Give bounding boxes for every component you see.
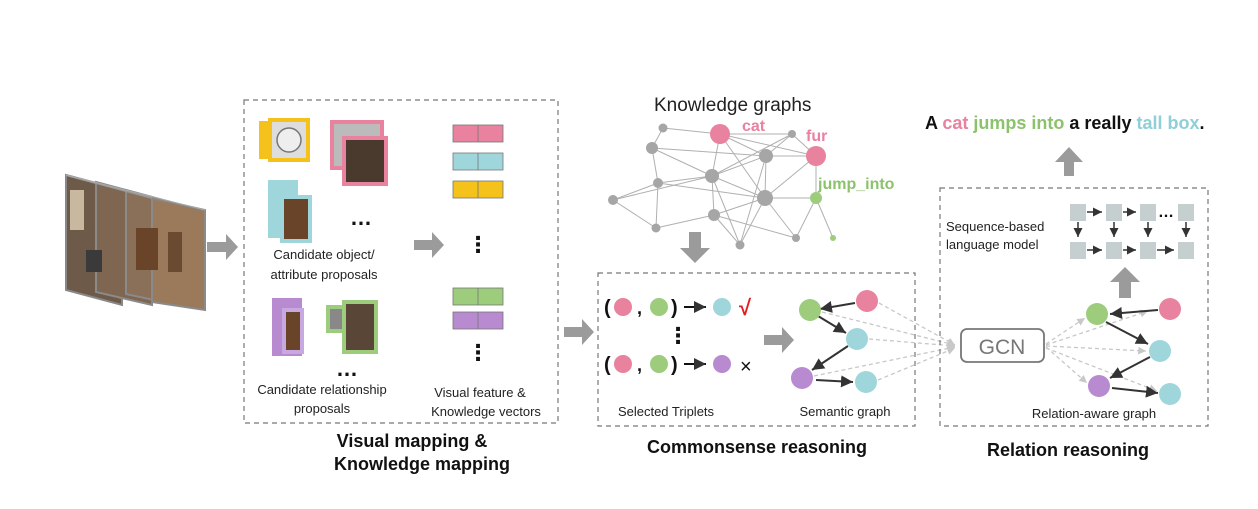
kg-node-fur <box>806 146 826 166</box>
svg-text:(: ( <box>604 354 611 376</box>
gcn-label: GCN <box>979 336 1026 359</box>
semantic-node-green <box>799 299 821 321</box>
relation-node-green <box>1086 303 1108 325</box>
flow-arrow <box>1055 147 1083 176</box>
visual-mapping-box <box>243 99 559 424</box>
relation-graph-label: Relation-aware graph <box>1032 406 1156 421</box>
semantic-graph-label: Semantic graph <box>799 404 890 419</box>
flow-arrow <box>414 232 444 258</box>
graph-to-gcn-arrows <box>813 302 956 381</box>
relation-graph-edges <box>1105 307 1159 398</box>
flow-arrow <box>1110 267 1140 298</box>
vectors-label-1: Visual feature & <box>434 385 526 400</box>
kg-node-jump-into <box>810 192 822 204</box>
video-frame <box>151 196 206 312</box>
triplet-rejected: ( , ) × <box>604 354 752 378</box>
lm-label-2: language model <box>946 237 1039 252</box>
video-frames <box>65 173 206 312</box>
gcn-to-graph-arrows <box>1045 309 1158 392</box>
relation-box <box>939 187 1209 427</box>
caption-period: . <box>1200 113 1205 133</box>
kg-label-fur: fur <box>806 128 827 145</box>
caption-word-relation: jumps into <box>972 113 1064 133</box>
generated-caption: A cat jumps into a really tall box. <box>925 113 1205 133</box>
gcn-box[interactable] <box>960 328 1045 363</box>
relationship-proposals <box>272 298 378 356</box>
caption-word: a really <box>1069 113 1131 133</box>
kg-label-cat: cat <box>742 118 766 135</box>
caption-word-object: cat <box>942 113 968 133</box>
feature-vectors <box>452 124 504 330</box>
check-mark: √ <box>739 295 752 320</box>
flow-arrow <box>207 234 238 260</box>
cross-mark: × <box>740 356 752 378</box>
semantic-node-cyan <box>855 371 877 393</box>
relationship-proposals-label-2: proposals <box>294 401 351 416</box>
semantic-node-purple <box>791 367 813 389</box>
object-ellipsis: … <box>350 205 372 230</box>
relationship-proposals-label-1: Candidate relationship <box>257 382 386 397</box>
knowledge-graphs-title: Knowledge graphs <box>654 95 811 116</box>
language-model-grid <box>1070 204 1194 259</box>
svg-text:): ) <box>671 354 678 376</box>
commonsense-title: Commonsense reasoning <box>647 437 867 457</box>
relation-node-cyan <box>1149 340 1171 362</box>
relation-node-purple <box>1088 375 1110 397</box>
semantic-node-cyan <box>846 328 868 350</box>
knowledge-graph-nodes <box>608 123 800 250</box>
selected-triplets-label: Selected Triplets <box>618 404 715 419</box>
flow-arrow <box>680 232 710 263</box>
visual-mapping-title-2: Knowledge mapping <box>334 454 510 474</box>
knowledge-graph <box>612 127 834 246</box>
semantic-graph-edges <box>811 301 856 388</box>
object-proposals-label-2: attribute proposals <box>271 267 378 282</box>
kg-label-jump-into: jump_into <box>817 176 895 193</box>
caption-word-attribute: tall box <box>1136 113 1199 133</box>
triplet-vertical-ellipsis: ⋮ <box>667 323 689 348</box>
semantic-node-pink <box>856 290 878 312</box>
flow-arrow <box>564 319 594 345</box>
relation-title: Relation reasoning <box>987 440 1149 460</box>
cat-shape <box>86 250 102 272</box>
relationship-ellipsis: … <box>336 356 358 381</box>
relation-node-pink <box>1159 298 1181 320</box>
object-proposals-label-1: Candidate object/ <box>273 247 375 262</box>
triplet-selected: ( , ) √ <box>604 295 752 320</box>
visual-mapping-title-1: Visual mapping & <box>337 431 488 451</box>
object-proposals <box>259 118 388 243</box>
flow-arrow <box>764 327 794 353</box>
vector-vertical-ellipsis: ⋮ <box>467 340 489 365</box>
svg-text:): ) <box>671 297 678 319</box>
relation-node-cyan <box>1159 383 1181 405</box>
kg-node <box>830 235 836 241</box>
caption-word: A <box>925 113 938 133</box>
vectors-label-2: Knowledge vectors <box>431 404 541 419</box>
vector-vertical-ellipsis: ⋮ <box>467 232 489 257</box>
svg-text:,: , <box>637 355 642 375</box>
svg-text:(: ( <box>604 297 611 319</box>
box-shape <box>136 228 158 270</box>
svg-text:,: , <box>637 298 642 318</box>
lm-label-1: Sequence-based <box>946 219 1044 234</box>
kg-node-cat <box>710 124 730 144</box>
lm-ellipsis: … <box>1158 204 1174 221</box>
